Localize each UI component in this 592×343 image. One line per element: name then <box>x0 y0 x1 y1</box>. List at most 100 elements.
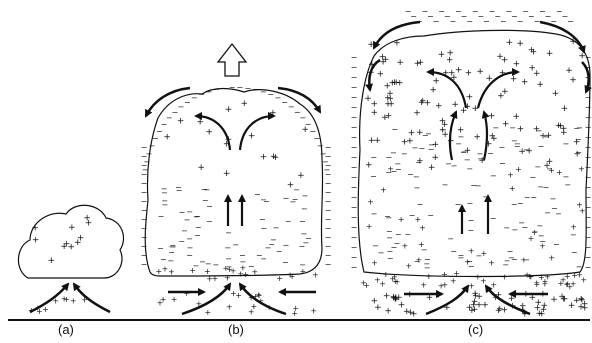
negative-charge-symbol: − <box>394 239 401 248</box>
positive-charge-symbol: + <box>481 249 488 258</box>
negative-charge-symbol: − <box>585 183 592 192</box>
negative-charge-symbol: − <box>466 165 473 174</box>
positive-charge-symbol: + <box>31 224 39 234</box>
negative-charge-symbol: − <box>530 193 537 202</box>
positive-charge-symbol: + <box>392 78 400 88</box>
positive-charge-symbol: + <box>441 281 448 290</box>
positive-charge-symbol: + <box>389 274 396 283</box>
positive-charge-symbol: + <box>248 307 255 316</box>
negative-charge-symbol: − <box>392 125 399 134</box>
negative-charge-symbol: − <box>325 152 332 161</box>
negative-charge-symbol: − <box>351 213 358 222</box>
positive-charge-symbol: + <box>501 55 509 65</box>
negative-charge-symbol: − <box>562 173 569 182</box>
positive-charge-symbol: + <box>450 277 457 286</box>
positive-charge-symbol: + <box>189 266 196 275</box>
negative-charge-symbol: − <box>351 113 358 122</box>
negative-charge-symbol: − <box>575 135 582 144</box>
positive-charge-symbol: + <box>509 184 516 193</box>
positive-charge-symbol: + <box>501 272 508 281</box>
negative-charge-symbol: − <box>260 87 267 96</box>
negative-charge-symbol: − <box>503 224 510 233</box>
negative-charge-symbol: − <box>567 17 574 26</box>
positive-charge-symbol: + <box>550 295 558 305</box>
negative-charge-symbol: − <box>534 163 541 172</box>
negative-charge-symbol: − <box>202 196 209 205</box>
positive-charge-symbol: + <box>162 265 169 274</box>
negative-charge-symbol: − <box>504 256 511 265</box>
positive-charge-symbol: + <box>581 303 589 313</box>
panel-b: ++++++++++++++++++ −−−−−−−−−−−−−−−−−−−−−… <box>141 44 332 318</box>
negative-charge-symbol: − <box>194 212 201 221</box>
negative-charge-symbol: − <box>585 143 592 152</box>
negative-charge-symbol: − <box>476 150 483 159</box>
positive-charge-symbol: + <box>435 101 443 111</box>
negative-charge-symbol: − <box>490 214 497 223</box>
negative-charge-symbol: − <box>585 173 592 182</box>
positive-charge-symbol: + <box>163 133 171 143</box>
negative-charge-symbol: − <box>585 123 592 132</box>
negative-charge-symbol: − <box>585 243 592 252</box>
positive-charge-symbol: + <box>465 69 473 79</box>
negative-charge-symbol: − <box>221 84 228 93</box>
positive-charge-symbol: + <box>429 86 437 96</box>
negative-charge-symbol: − <box>538 231 545 240</box>
positive-charge-symbol: + <box>383 270 390 279</box>
positive-charge-symbol: + <box>524 271 531 280</box>
positive-charge-symbol: + <box>507 171 514 180</box>
positive-charge-symbol: + <box>260 153 268 163</box>
negative-charge-symbol: − <box>351 223 358 232</box>
negative-charge-symbol: − <box>390 149 397 158</box>
negative-charge-symbol: − <box>395 230 402 239</box>
negative-charge-symbol: − <box>351 83 358 92</box>
positive-charge-symbol: + <box>488 258 495 267</box>
negative-charge-symbol: − <box>536 127 543 136</box>
positive-charge-symbol: + <box>252 268 259 277</box>
negative-charge-symbol: − <box>325 179 332 188</box>
negative-charge-symbol: − <box>585 153 592 162</box>
negative-charge-symbol: − <box>585 213 592 222</box>
negative-charge-symbol: − <box>585 193 592 202</box>
positive-charge-symbol: + <box>374 303 382 313</box>
negative-charge-symbol: − <box>387 254 394 263</box>
negative-charge-symbol: − <box>371 210 378 219</box>
positive-charge-symbol: + <box>74 238 82 248</box>
positive-charge-symbol: + <box>392 295 400 305</box>
positive-charge-symbol: + <box>63 295 70 304</box>
negative-charge-symbol: − <box>351 63 358 72</box>
positive-charge-symbol: + <box>446 56 454 66</box>
negative-charge-symbol: − <box>585 253 592 262</box>
positive-charge-symbol: + <box>204 308 211 317</box>
positive-charge-symbol: + <box>474 273 481 282</box>
negative-charge-symbol: − <box>427 211 434 220</box>
positive-charge-symbol: + <box>489 132 497 142</box>
negative-charge-symbol: − <box>433 17 440 26</box>
negative-charge-symbol: − <box>282 258 289 267</box>
negative-charge-symbol: − <box>186 235 193 244</box>
positive-charge-symbol: + <box>528 63 536 73</box>
negative-charge-symbol: − <box>141 152 148 161</box>
negative-charge-symbol: − <box>305 234 312 243</box>
negative-charge-symbol: − <box>141 161 148 170</box>
negative-charge-symbol: − <box>498 143 505 152</box>
negative-charge-symbol: − <box>405 230 412 239</box>
negative-charge-symbol: − <box>351 153 358 162</box>
negative-charge-symbol: − <box>384 212 391 221</box>
positive-charge-symbol: + <box>517 124 525 134</box>
negative-charge-symbol: − <box>141 197 148 206</box>
negative-charge-symbol: − <box>524 193 531 202</box>
negative-charge-symbol: − <box>585 53 592 62</box>
negative-charge-symbol: − <box>179 208 186 217</box>
negative-charge-symbol: − <box>141 170 148 179</box>
negative-charge-symbol: − <box>573 124 580 133</box>
positive-charge-symbol: + <box>384 99 392 109</box>
cloud-a-charges: +++++++++++ <box>31 214 92 266</box>
positive-charge-symbol: + <box>540 305 548 315</box>
positive-charge-symbol: + <box>432 77 440 87</box>
positive-charge-symbol: + <box>410 310 418 320</box>
positive-charge-symbol: + <box>42 305 49 314</box>
negative-charge-symbol: − <box>225 228 232 237</box>
negative-charge-symbol: − <box>413 183 420 192</box>
positive-charge-symbol: + <box>528 234 535 243</box>
cloud-c-charges: ++++++++++++++++++++++++++++++++++++++++… <box>351 7 592 272</box>
